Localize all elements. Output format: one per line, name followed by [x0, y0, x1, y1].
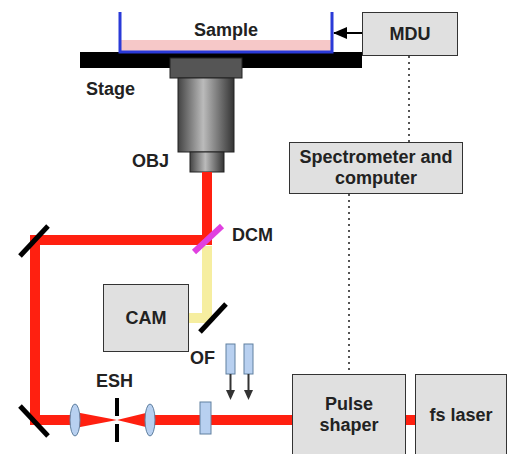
- instrument-box: fs laser: [415, 374, 507, 454]
- instrument-box: CAM: [103, 284, 189, 352]
- part-label: ESH: [96, 372, 133, 392]
- node-text: Spectrometer and computer: [290, 147, 462, 188]
- part-label: OF: [190, 349, 215, 369]
- link-line: [348, 194, 350, 374]
- link-line: [406, 415, 415, 425]
- filter: [200, 402, 211, 434]
- mirror: [200, 304, 226, 332]
- arrow: [334, 32, 362, 34]
- signal-beam: [189, 246, 207, 318]
- part-label: DCM: [232, 226, 273, 246]
- objective-lens: [170, 58, 242, 172]
- lens: [145, 404, 155, 436]
- slit: [115, 424, 119, 442]
- laser-beam: [35, 172, 292, 420]
- lens: [70, 404, 80, 436]
- mirror: [20, 406, 48, 436]
- dichroic-mirror: [194, 226, 222, 252]
- part-label: Stage: [86, 80, 135, 100]
- link-line: [408, 56, 410, 142]
- node-text: Pulse shaper: [293, 394, 405, 435]
- slit: [115, 398, 119, 416]
- optical-filters: [226, 344, 253, 400]
- instrument-box: Spectrometer and computer: [289, 142, 463, 194]
- instrument-box: Pulse shaper: [292, 374, 406, 454]
- mirror: [20, 226, 48, 256]
- part-label: OBJ: [132, 152, 169, 172]
- instrument-box: MDU: [362, 12, 458, 56]
- focused-beam: [75, 412, 117, 428]
- sample-dish: Sample: [118, 8, 334, 54]
- node-text: Sample: [194, 20, 258, 41]
- node-text: MDU: [390, 24, 431, 45]
- node-text: CAM: [126, 308, 167, 329]
- node-text: fs laser: [429, 405, 492, 426]
